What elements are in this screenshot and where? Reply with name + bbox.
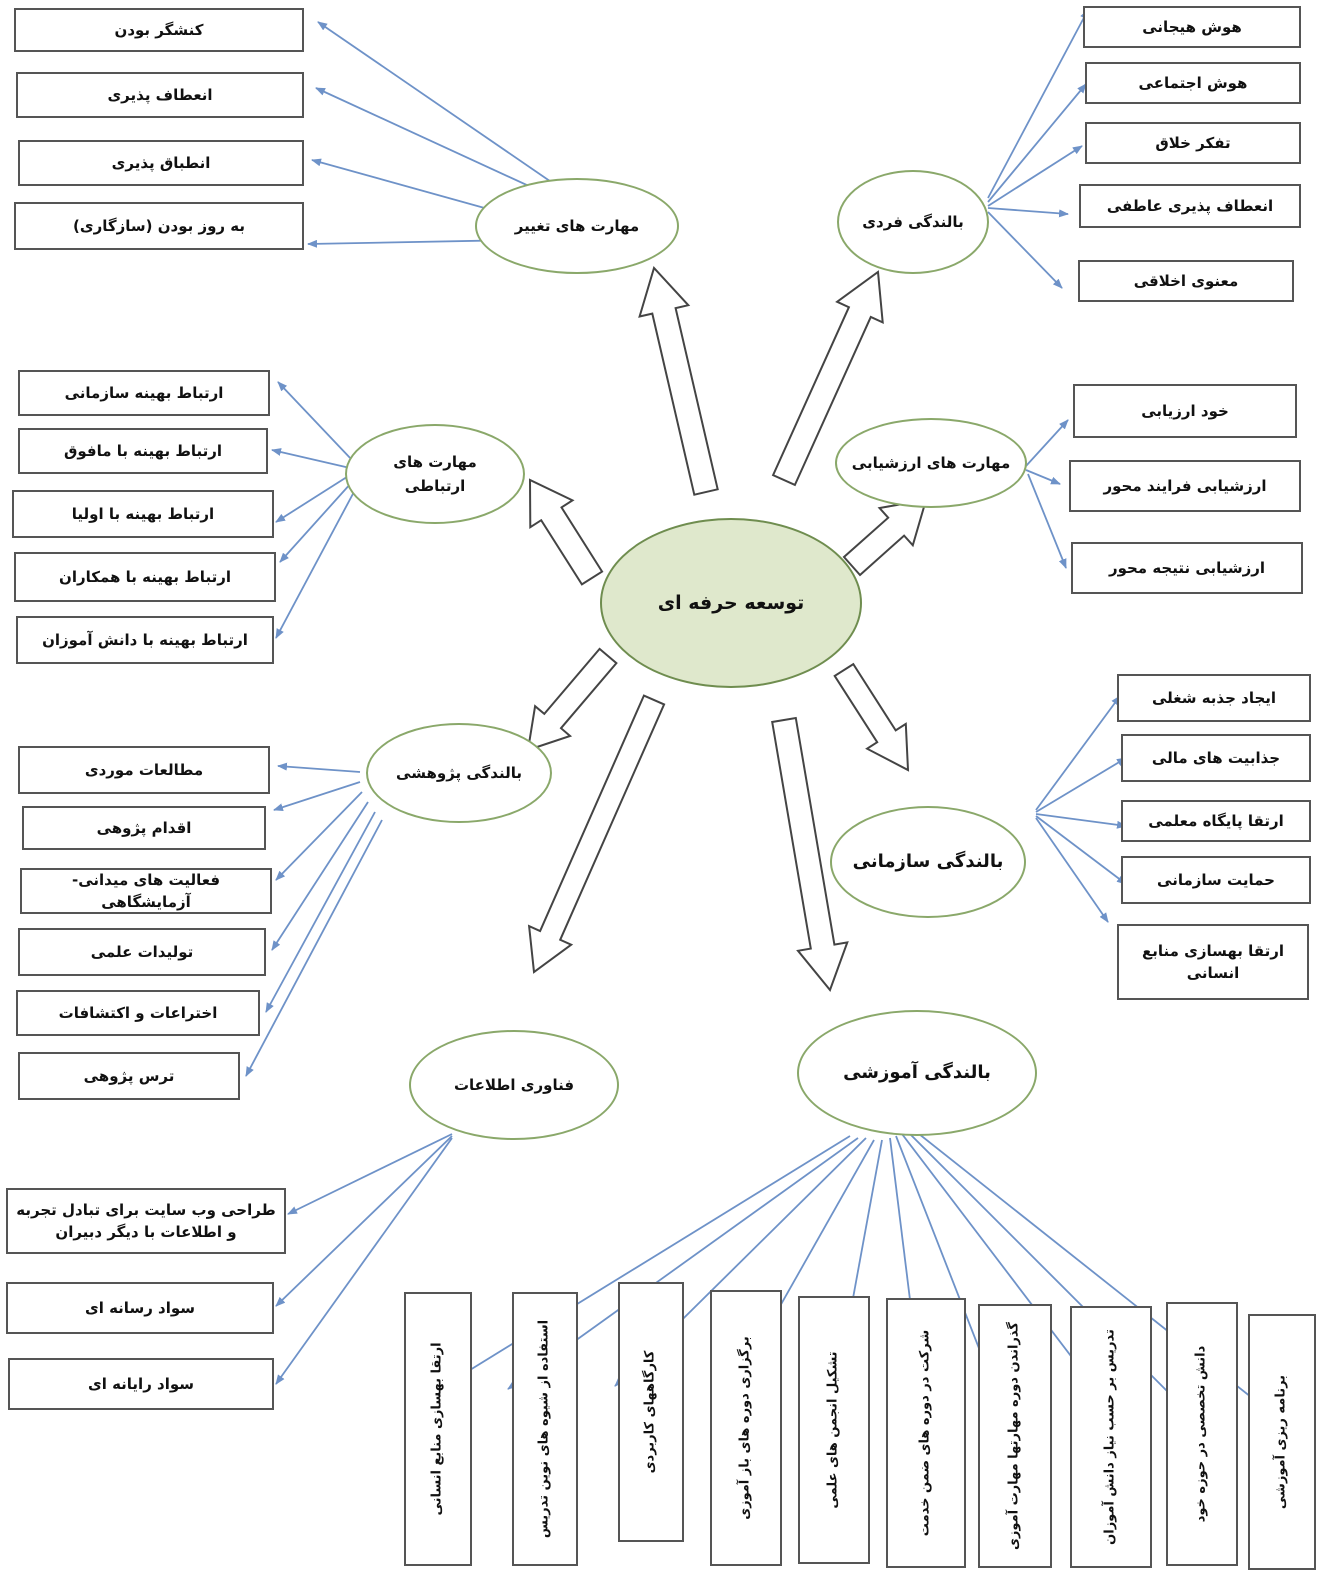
connector-arrow — [273, 781, 361, 812]
category-individual-development: بالندگی فردی — [837, 170, 989, 274]
research-item-2: اقدام پژوهی — [22, 806, 266, 850]
educational-item-2-label: استفاده از شیوه های نوین تدریس — [536, 1319, 552, 1539]
educational-item-7-label: گذراندن دوره مهارتها مهارت آموزی — [1006, 1322, 1022, 1550]
educational-item-10: برنامه ریزی آموزشی — [1248, 1314, 1316, 1570]
evaluation-item-1: خود ارزیابی — [1073, 384, 1297, 438]
educational-item-7: گذراندن دوره مهارتها مهارت آموزی — [978, 1304, 1052, 1568]
individual-item-2: هوش اجتماعی — [1085, 62, 1301, 104]
connector-arrow — [275, 474, 351, 523]
connector-arrow — [245, 819, 383, 1077]
individual-item-3: تفکر خلاق — [1085, 122, 1301, 164]
educational-item-5: تشکیل انجمن های علمی — [798, 1296, 870, 1564]
connector-arrow — [987, 145, 1083, 207]
connector-arrow — [271, 801, 369, 951]
research-item-3: فعالیت های میدانی-آزمایشگاهی — [20, 868, 272, 914]
connector-arrow — [271, 448, 351, 469]
connector-arrow — [1035, 813, 1127, 829]
change-item-1: کنشگر بودن — [14, 8, 304, 52]
organizational-item-1: ایجاد جذبه شغلی — [1117, 674, 1311, 722]
educational-item-8-label: تدریس بر حسب نیاز دانش آموزان — [1102, 1329, 1118, 1545]
organizational-item-4: حمایت سازمانی — [1121, 856, 1311, 904]
research-item-1: مطالعات موردی — [18, 746, 270, 794]
connector-arrow — [987, 83, 1087, 203]
organizational-item-5: ارتقا بهسازی منابع انسانی — [1117, 924, 1309, 1000]
research-item-5: اختراعات و اکتشافات — [16, 990, 260, 1036]
connector-arrow — [277, 381, 353, 461]
connector-arrow — [987, 211, 1063, 289]
category-evaluation-skills: مهارت های ارزشیابی — [835, 418, 1027, 508]
connector-arrow — [275, 1135, 453, 1307]
connector-arrow — [265, 811, 376, 1013]
organizational-item-3: ارتقا پایگاه معلمی — [1121, 800, 1311, 842]
it-item-1: طراحی وب سایت برای تبادل تجربه و اطلاعات… — [6, 1188, 286, 1254]
individual-item-4: انعطاف پذیری عاطفی — [1079, 184, 1301, 228]
category-change-skills: مهارت های تغییر — [475, 178, 679, 274]
communication-item-4: ارتباط بهینه با همکاران — [14, 552, 276, 602]
connector-arrow — [287, 1133, 453, 1215]
block-arrow — [833, 662, 910, 772]
category-communication-skills: مهارت های ارتباطی — [345, 424, 525, 524]
communication-item-2: ارتباط بهینه با مافوق — [18, 428, 268, 474]
category-organizational-development: بالندگی سازمانی — [830, 806, 1026, 918]
connector-arrow — [1035, 815, 1127, 885]
educational-item-8: تدریس بر حسب نیاز دانش آموزان — [1070, 1306, 1152, 1568]
research-item-6: ترس پژوهی — [18, 1052, 240, 1100]
individual-item-1: هوش هیجانی — [1083, 6, 1301, 48]
connector-arrow — [317, 21, 561, 189]
center-node: توسعه حرفه ای — [600, 518, 862, 688]
connector-arrow — [315, 87, 556, 199]
educational-item-4-label: برگزاری دوره های باز آموزی — [737, 1336, 753, 1520]
educational-item-4: برگزاری دوره های باز آموزی — [710, 1290, 782, 1566]
connector-arrow — [1025, 469, 1061, 485]
connector-arrow — [1035, 817, 1109, 923]
block-arrow — [528, 478, 604, 586]
block-arrow — [771, 716, 849, 992]
educational-item-9: دانش تخصصی در حوزه خود — [1166, 1302, 1238, 1566]
connector-arrow — [1035, 695, 1121, 811]
connector-arrow — [443, 1135, 851, 1387]
connector-arrow — [987, 9, 1089, 199]
connector-arrow — [275, 1137, 453, 1385]
communication-item-5: ارتباط بهینه با دانش آموزان — [16, 616, 274, 664]
connector-arrow — [277, 762, 361, 773]
educational-item-6: شرکت در دوره های ضمن خدمت — [886, 1298, 966, 1568]
organizational-item-2: جذابیت های مالی — [1121, 734, 1311, 782]
connector-arrow — [279, 481, 353, 563]
evaluation-item-2: ارزشیابی فرایند محور — [1069, 460, 1301, 512]
research-item-4: تولیدات علمی — [18, 928, 266, 976]
connector-arrow — [275, 791, 363, 881]
it-item-2: سواد رسانه ای — [6, 1282, 274, 1334]
communication-item-3: ارتباط بهینه با اولیا — [12, 490, 274, 538]
connector-arrow — [275, 489, 356, 639]
it-item-3: سواد رایانه ای — [8, 1358, 274, 1410]
connector-arrow — [1027, 473, 1067, 569]
connector-arrow — [1025, 419, 1069, 467]
educational-item-5-label: تشکیل انجمن های علمی — [825, 1351, 841, 1509]
block-arrow — [638, 266, 719, 496]
block-arrows — [526, 266, 928, 992]
change-item-4: به روز بودن (سازگاری) — [14, 202, 304, 250]
category-information-technology: فناوری اطلاعات — [409, 1030, 619, 1140]
communication-item-1: ارتباط بهینه سازمانی — [18, 370, 270, 416]
educational-item-2: استفاده از شیوه های نوین تدریس — [512, 1292, 578, 1566]
connector-arrow — [987, 207, 1069, 218]
block-arrow — [842, 498, 928, 577]
educational-item-3-label: کارگاههای کاربردی — [642, 1350, 658, 1474]
educational-item-9-label: دانش تخصصی در حوزه خود — [1193, 1345, 1209, 1523]
change-item-3: انطباق پذیری — [18, 140, 304, 186]
educational-item-10-label: برنامه ریزی آموزشی — [1273, 1374, 1289, 1510]
block-arrow — [526, 647, 618, 752]
block-arrow — [771, 270, 884, 487]
educational-item-1: ارتقا بهسازی منابع انسانی — [404, 1292, 472, 1566]
connector-arrow — [1035, 757, 1127, 813]
evaluation-item-3: ارزشیابی نتیجه محور — [1071, 542, 1303, 594]
educational-item-3: کارگاههای کاربردی — [618, 1282, 684, 1542]
category-research-development: بالندگی پژوهشی — [366, 723, 552, 823]
category-educational-development: بالندگی آموزشی — [797, 1010, 1037, 1136]
educational-item-1-label: ارتقا بهسازی منابع انسانی — [429, 1342, 445, 1516]
educational-item-6-label: شرکت در دوره های ضمن خدمت — [917, 1329, 933, 1537]
change-item-2: انعطاف پذیری — [16, 72, 304, 118]
block-arrow — [527, 694, 666, 974]
individual-item-5: معنوی اخلاقی — [1078, 260, 1294, 302]
